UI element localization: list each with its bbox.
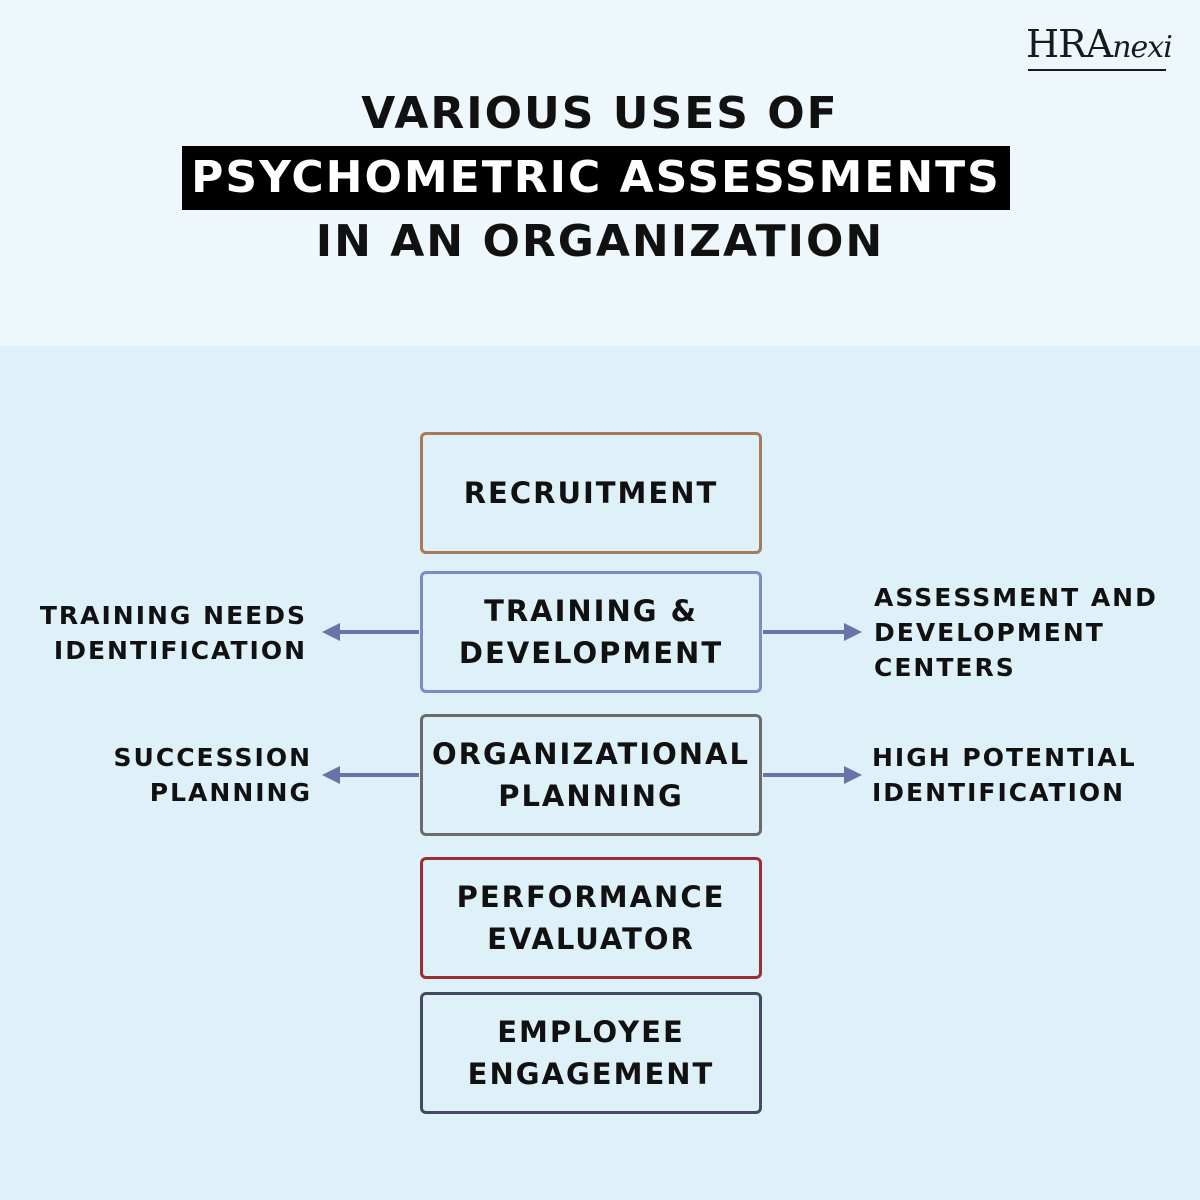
branch-assessment-centers: ASSESSMENT AND DEVELOPMENT CENTERS [874, 583, 1158, 682]
diagram-background [0, 346, 1200, 1200]
title-line-1: VARIOUS USES OF [361, 88, 839, 139]
brand-logo: HRAnexi [1026, 22, 1173, 74]
arrow-planning-left-head [322, 766, 340, 784]
arrow-planning-right-head [844, 766, 862, 784]
title-line-3: IN AN ORGANIZATION [315, 216, 885, 267]
branch-high-potential: HIGH POTENTIAL IDENTIFICATION [872, 743, 1137, 807]
box-employee-engagement: EMPLOYEE ENGAGEMENT [420, 992, 762, 1114]
box-recruitment: RECRUITMENT [420, 432, 762, 554]
title-highlight: PSYCHOMETRIC ASSESSMENTS [182, 146, 1010, 210]
box-organizational-planning: ORGANIZATIONAL PLANNING [420, 714, 762, 836]
box-performance-evaluator: PERFORMANCE EVALUATOR [420, 857, 762, 979]
box-training-development: TRAINING & DEVELOPMENT [420, 571, 762, 693]
arrow-training-right-head [844, 623, 862, 641]
logo-lower-text: nexi [1112, 30, 1173, 65]
branch-succession-planning: SUCCESSION PLANNING [113, 743, 312, 807]
branch-training-needs: TRAINING NEEDS IDENTIFICATION [39, 601, 307, 665]
logo-upper-text: HRA [1026, 22, 1113, 66]
arrow-training-left-head [322, 623, 340, 641]
logo-underline [1028, 69, 1166, 71]
